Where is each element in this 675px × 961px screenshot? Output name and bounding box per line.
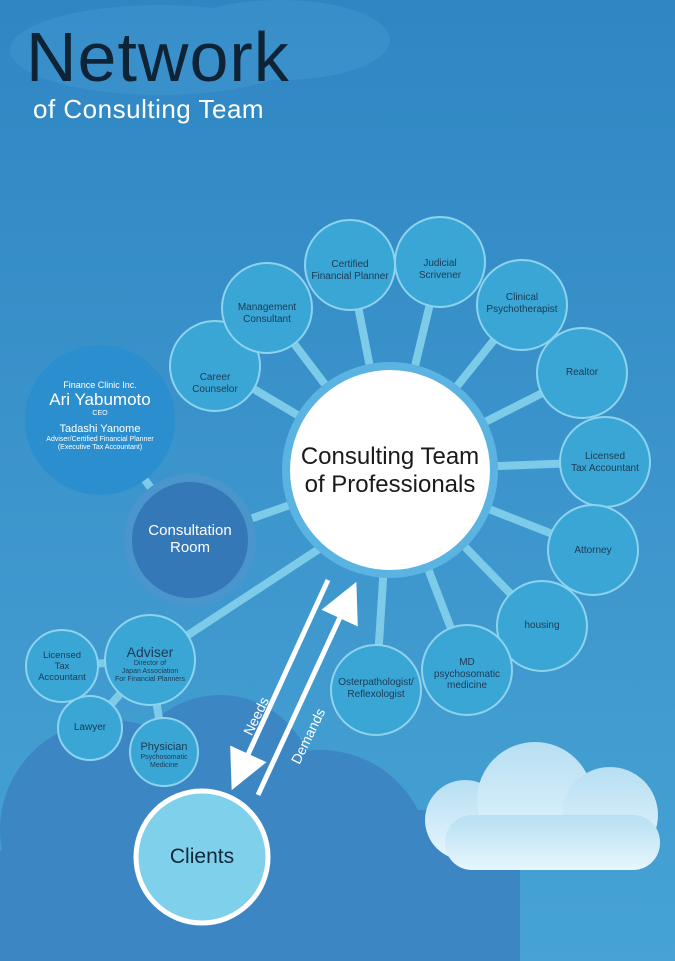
node-career: [169, 320, 261, 412]
label-tax-line2: Tax Accountant: [571, 462, 639, 474]
label-judicial: Judicial Scrivener: [395, 258, 485, 281]
node-housing: [496, 580, 588, 672]
clinic-ceo-name: Ari Yabumoto: [49, 390, 151, 410]
node-judicial: [394, 216, 486, 308]
consultation-room-label: Consultation Room: [130, 522, 250, 557]
label-tax: Licensed Tax Accountant: [555, 451, 655, 474]
label-osteo: Osterpathologist/ Reflexologist: [326, 677, 426, 700]
label-management-line1: Management: [237, 302, 297, 313]
adviser-line3: For Financial Planners: [114, 676, 186, 684]
center-label-line1: Consulting Team: [300, 443, 480, 470]
label-md-line1: MD: [459, 657, 475, 668]
adviser-physician-label: Physician Psychosomatic Medicine: [125, 741, 203, 770]
label-md: MD psychosomatic medicine: [417, 657, 517, 692]
node-attorney: [547, 504, 639, 596]
label-cfp-line2: Financial Planner: [311, 270, 389, 282]
label-md-line2: psychosomatic: [433, 668, 501, 680]
background-cloud-top: [10, 0, 390, 95]
consultation-line2: Room: [169, 539, 210, 557]
demands-arrow: [255, 581, 358, 797]
label-osteo-line2: Reflexologist: [347, 688, 405, 700]
label-judicial-line1: Judicial: [423, 258, 457, 269]
label-management: Management Consultant: [222, 302, 312, 325]
adviser-tax-label: Licensed Tax Accountant: [26, 650, 98, 684]
label-housing: housing: [497, 620, 587, 632]
center-node: [282, 362, 498, 578]
center-label: Consulting Team of Professionals: [290, 443, 490, 498]
label-clinical-line2: Psychotherapist: [486, 303, 558, 315]
adviser-label: Adviser Director of Japan Association Fo…: [105, 644, 195, 684]
node-realtor: [536, 327, 628, 419]
label-clinical-line1: Clinical: [505, 292, 539, 303]
clients-label: Clients: [169, 845, 235, 868]
adviser-line1: Director of: [133, 660, 167, 668]
professional-nodes: [169, 216, 651, 736]
label-career-line1: Career: [199, 372, 231, 383]
label-management-line2: Consultant: [243, 313, 291, 325]
label-attorney-line1: Attorney: [574, 545, 612, 556]
adviser-name: Adviser: [126, 644, 174, 660]
label-career: Career Counselor: [170, 372, 260, 395]
adviser-physician-node: [129, 717, 199, 787]
clients-node: [133, 788, 271, 926]
physician-line2: Medicine: [149, 761, 178, 769]
adviser-line2: Japan Association: [121, 668, 179, 676]
node-md: [421, 624, 513, 716]
label-cfp: Certified Financial Planner: [300, 259, 400, 282]
consultation-room-node: [124, 474, 256, 606]
adviser-lawyer-label: Lawyer: [73, 722, 107, 733]
label-judicial-line2: Scrivener: [418, 269, 462, 281]
clinic-node: [25, 345, 175, 495]
light-cloud: [425, 742, 660, 870]
label-md-line3: medicine: [446, 680, 488, 691]
adviser-tax-line1: Licensed: [42, 650, 82, 661]
adviser-tax-line2: Tax: [54, 660, 70, 672]
adviser-lawyer-node: [57, 695, 123, 761]
clinic-adviser-note: (Executive Tax Accountant): [57, 443, 143, 451]
label-attorney: Attorney: [548, 545, 638, 557]
center-label-line2: of Professionals: [304, 470, 476, 498]
physician-line1: Psychosomatic: [140, 753, 188, 761]
adviser-node: [104, 614, 196, 706]
physician-name: Physician: [140, 741, 188, 753]
adviser-tax-line3: Accountant: [38, 671, 86, 683]
node-osteo: [330, 644, 422, 736]
page-title: Network: [26, 18, 290, 96]
label-osteo-line1: Osterpathologist/: [338, 677, 414, 688]
label-cfp-line1: Certified: [331, 259, 369, 270]
label-tax-line1: Licensed: [584, 451, 626, 462]
clinic-info: Finance Clinic Inc. Ari Yabumoto CEO Tad…: [25, 380, 175, 452]
label-housing-line1: housing: [524, 620, 560, 631]
clinic-company: Finance Clinic Inc.: [63, 380, 137, 390]
label-clinical: Clinical Psychotherapist: [472, 292, 572, 315]
label-realtor-line1: Realtor: [565, 367, 599, 378]
label-career-line2: Counselor: [192, 383, 238, 395]
clinic-adviser-title: Adviser/Certified Financial Planner: [46, 435, 154, 443]
node-clinical: [476, 259, 568, 351]
adviser-tax-node: [25, 629, 99, 703]
node-management: [221, 262, 313, 354]
label-realtor: Realtor: [537, 367, 627, 379]
clinic-ceo-title: CEO: [92, 409, 108, 417]
page-subtitle: of Consulting Team: [33, 94, 265, 124]
needs-arrow: [230, 578, 331, 791]
clinic-adviser-name: Tadashi Yanome: [59, 422, 141, 435]
consultation-line1: Consultation: [148, 522, 232, 539]
